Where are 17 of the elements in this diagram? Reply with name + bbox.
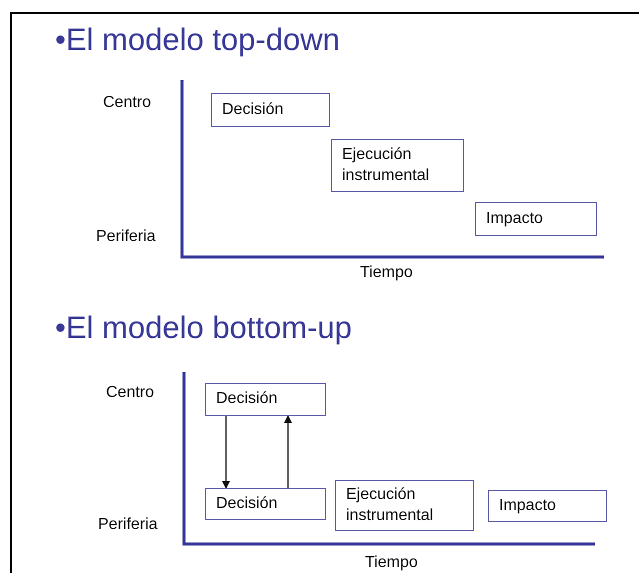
heading: •El modelo top-down [55, 22, 340, 58]
stage-box: Decisión [205, 488, 326, 520]
axis-label: Centro [103, 94, 152, 112]
stage-box: Impacto [475, 202, 597, 236]
stage-box: Decisión [211, 93, 330, 127]
axis-label: Centro [106, 384, 154, 402]
heading: •El modelo bottom-up [55, 310, 352, 346]
arrow [222, 416, 230, 489]
stage-box: Impacto [488, 490, 607, 522]
axis-label: Tiempo [360, 264, 413, 282]
axis-label: Periferia [96, 228, 156, 246]
stage-box: Ejecución instrumental [335, 480, 474, 531]
stage-box: Ejecución instrumental [331, 139, 464, 192]
arrow [284, 415, 292, 488]
stage-box: Decisión [205, 383, 326, 416]
axis-label: Tiempo [365, 554, 418, 572]
axis-label: Periferia [98, 516, 158, 534]
